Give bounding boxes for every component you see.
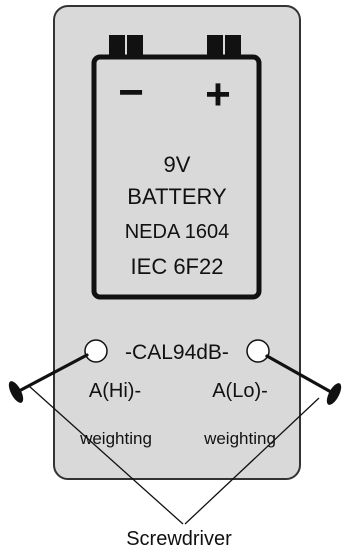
positive-terminal-mark: + [205, 70, 231, 119]
battery-terminal-positive-block [207, 35, 241, 59]
cal-trim-pot-lo[interactable] [246, 339, 270, 363]
battery-voltage-label: 9V [164, 152, 191, 177]
battery-terminal-negative-block [109, 35, 143, 59]
battery-neda-label: NEDA 1604 [125, 221, 230, 243]
cal-94db-label: -CAL94dB- [125, 341, 229, 364]
cal-trim-pot-hi[interactable] [84, 339, 108, 363]
screwdriver-label: Screwdriver [126, 528, 232, 550]
a-lo-label: A(Lo)- [212, 380, 268, 402]
screwdriver-icon [265, 354, 342, 405]
meter-back-panel [53, 5, 301, 480]
lo-weighting-label: weighting [203, 429, 276, 448]
hi-weighting-label: weighting [79, 429, 152, 448]
battery-iec-label: IEC 6F22 [131, 254, 224, 279]
screwdriver-callout-lines [28, 385, 320, 525]
a-hi-label: A(Hi)- [89, 380, 141, 402]
battery-type-label: BATTERY [127, 184, 227, 209]
screwdriver-icon [8, 353, 89, 403]
battery-body [91, 54, 262, 300]
negative-terminal-mark: − [118, 68, 144, 117]
